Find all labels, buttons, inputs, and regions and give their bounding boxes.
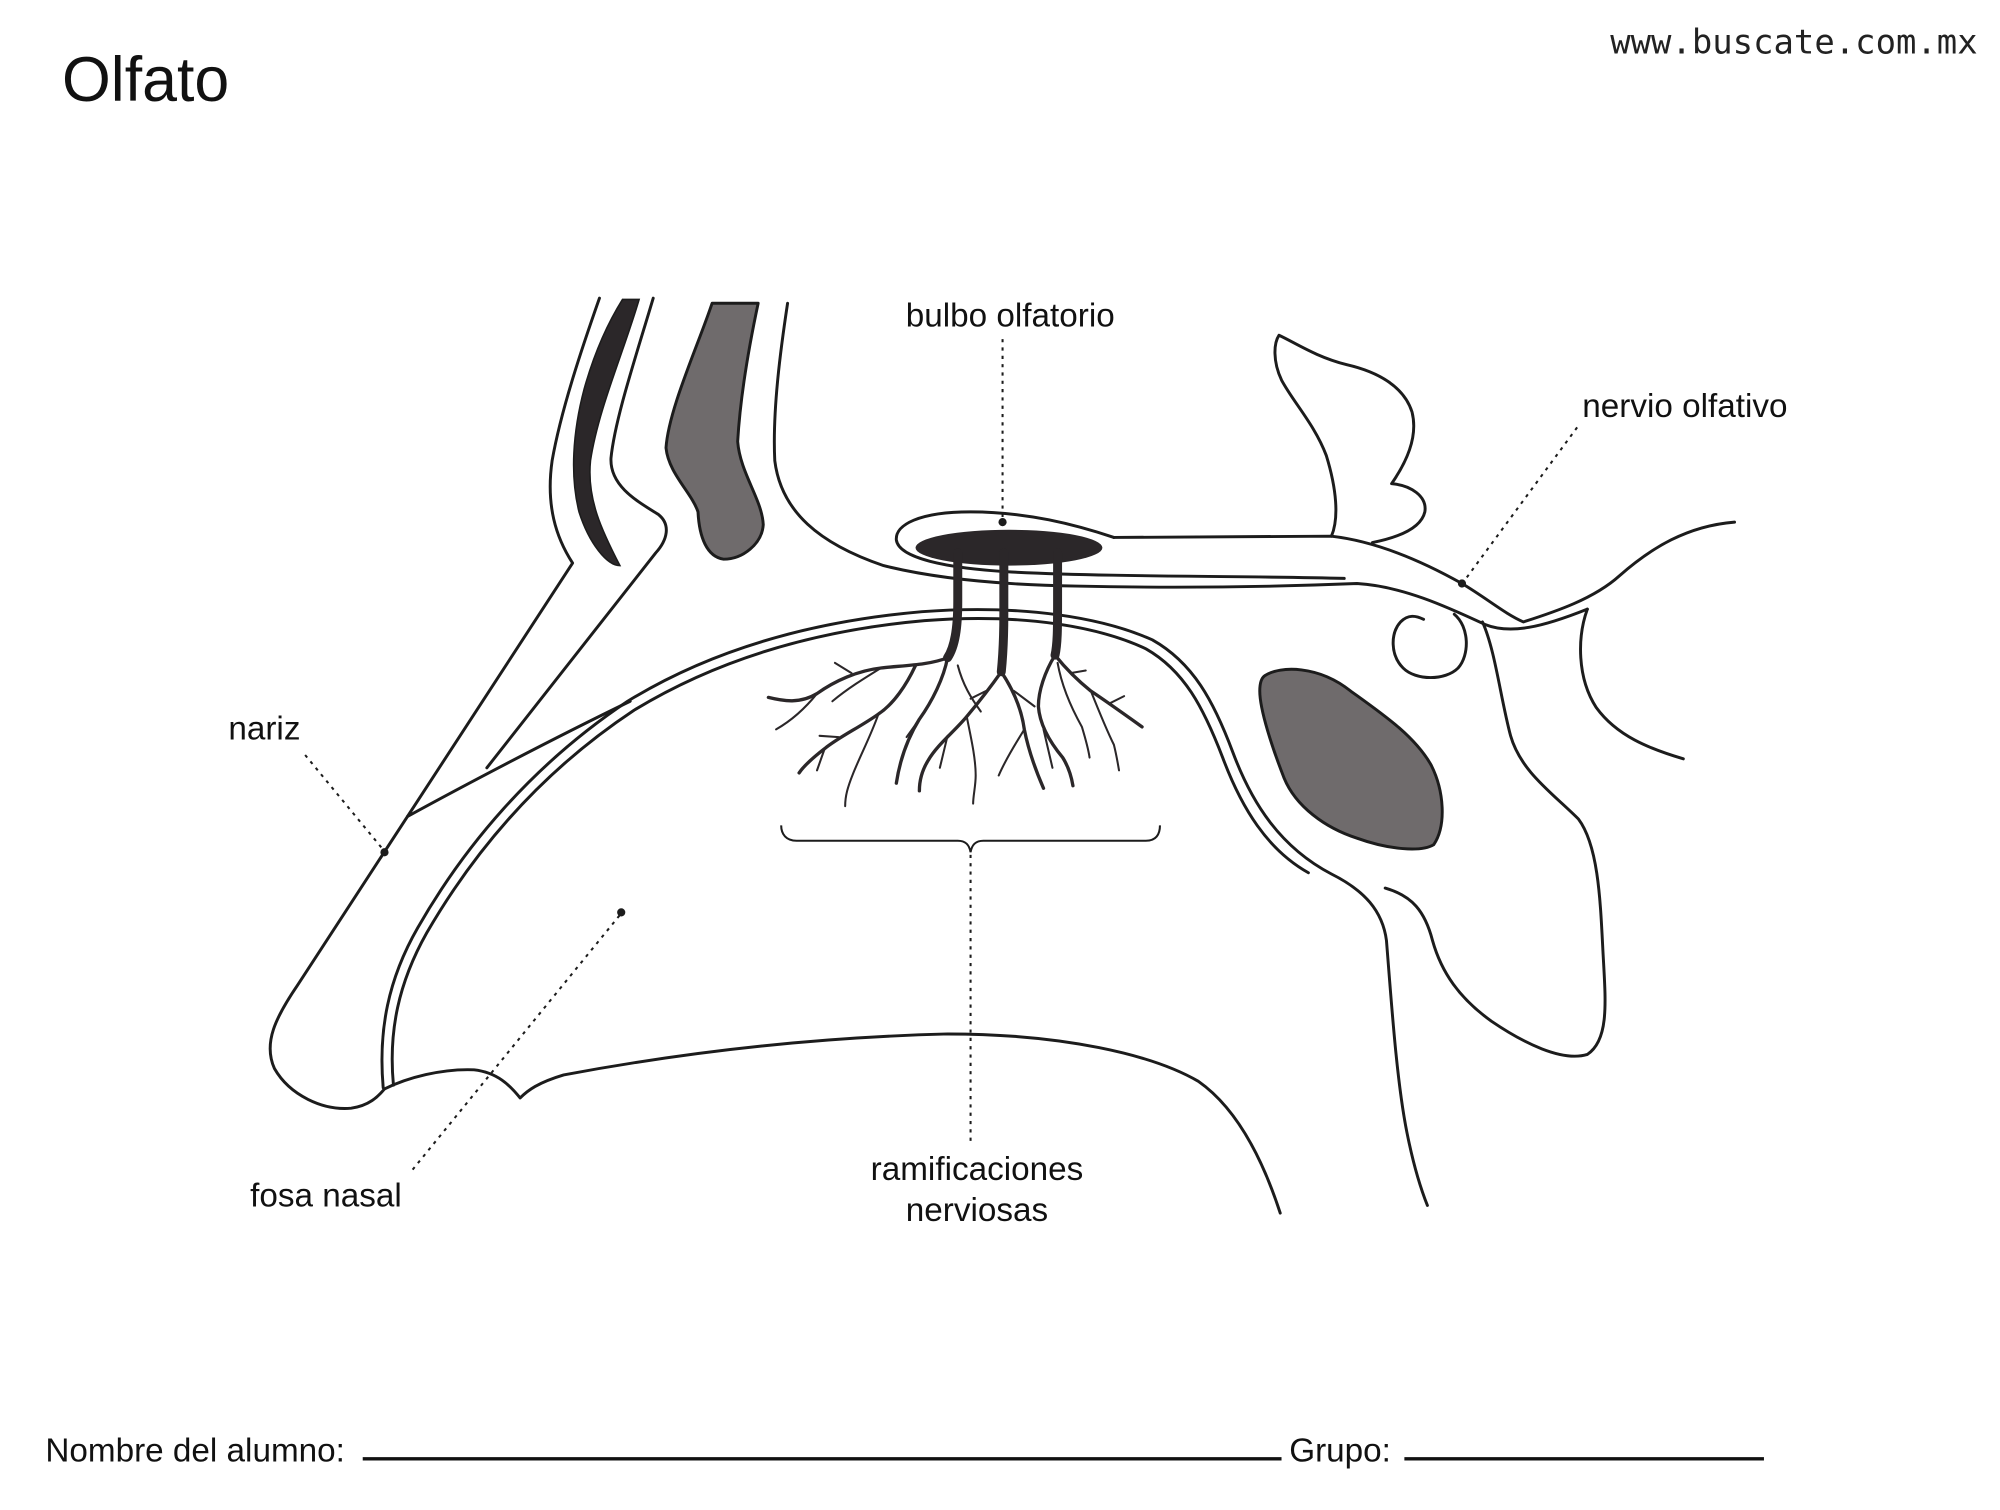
label-nervio-olfativo: nervio olfativo [1457, 388, 1787, 588]
cribriform-plate-line [772, 301, 1589, 631]
nerve-branch [965, 715, 977, 805]
nerve-branch [818, 734, 840, 739]
label-text: nervio olfativo [1582, 388, 1787, 425]
sella-outline [1273, 333, 1427, 545]
leader-dot [1457, 579, 1467, 588]
footer: Nombre del alumno: Grupo: [45, 1432, 1764, 1469]
leader-line [304, 754, 384, 851]
label-bulbo-olfatorio: bulbo olfatorio [906, 297, 1115, 527]
label-text: bulbo olfatorio [906, 297, 1115, 334]
nerve-branch [917, 670, 1003, 793]
nerve-branch [797, 663, 918, 775]
nerve-branch [905, 718, 921, 739]
leader-line [1462, 426, 1578, 583]
leader-dot [380, 848, 389, 857]
cavity-wall-inner [390, 617, 1310, 1087]
nerve-branch [831, 666, 883, 703]
cavity-wall-outer [380, 608, 1429, 1207]
group-label: Grupo: [1289, 1432, 1391, 1469]
bulb-sheath [894, 510, 1346, 580]
label-text-line1: ramificaciones [871, 1151, 1084, 1188]
nerve-branch [997, 728, 1026, 777]
nerve-branch [938, 734, 949, 769]
anatomy-diagram [268, 296, 1736, 1215]
leader-dot [617, 908, 626, 917]
brain-lower-curve [1579, 607, 1685, 761]
nerve-branch [1036, 653, 1075, 788]
nerve-branch [844, 713, 880, 808]
nerve-branch [775, 692, 819, 731]
pituitary-loop [1391, 612, 1468, 679]
nerve-branch [969, 689, 987, 700]
nerve-branch [1056, 661, 1091, 759]
label-fosa-nasal: fosa nasal [250, 908, 626, 1215]
nasal-bridge-line [485, 296, 668, 770]
cartilage-line [406, 699, 632, 818]
label-nariz: nariz [228, 711, 389, 857]
label-text: nariz [228, 711, 300, 748]
nerve-branch [1089, 689, 1121, 772]
label-text: fosa nasal [250, 1178, 402, 1215]
leader-line [411, 914, 621, 1171]
nose-outline [268, 296, 601, 1110]
page-title: Olfato [62, 45, 229, 115]
nerve-branch [999, 670, 1046, 790]
nerve-branch [815, 747, 826, 772]
frontal-sinus [664, 301, 765, 561]
nerve-branch [956, 664, 982, 713]
nasopharynx-outline [1383, 620, 1607, 1058]
leader-dot [998, 518, 1007, 527]
olfactory-bulb [915, 529, 1103, 566]
nerve-branches [766, 548, 1144, 808]
nerve-stem [996, 548, 1009, 677]
nerve-branch [1069, 669, 1087, 675]
label-text-line2: nerviosas [906, 1192, 1048, 1229]
olfactory-nerve-upper-line [1112, 520, 1736, 624]
nerve-branch [1107, 695, 1126, 705]
palate-line [383, 1032, 1282, 1215]
nasal-bone [572, 298, 641, 567]
nerve-branch [766, 656, 950, 703]
nerve-branch [1053, 653, 1144, 729]
student-name-label: Nombre del alumno: [45, 1432, 345, 1469]
website-url: www.buscate.com.mx [1610, 23, 1977, 62]
sphenoid-sinus [1258, 667, 1444, 851]
branches-bracket [780, 825, 1161, 853]
nerve-stem [943, 548, 963, 663]
nerve-branch [833, 661, 853, 675]
nerve-branch [1042, 728, 1054, 769]
nerve-branch [1013, 689, 1036, 708]
label-ramificaciones-nerviosas: ramificaciones nerviosas [780, 825, 1161, 1229]
nerve-stem [1050, 548, 1063, 660]
